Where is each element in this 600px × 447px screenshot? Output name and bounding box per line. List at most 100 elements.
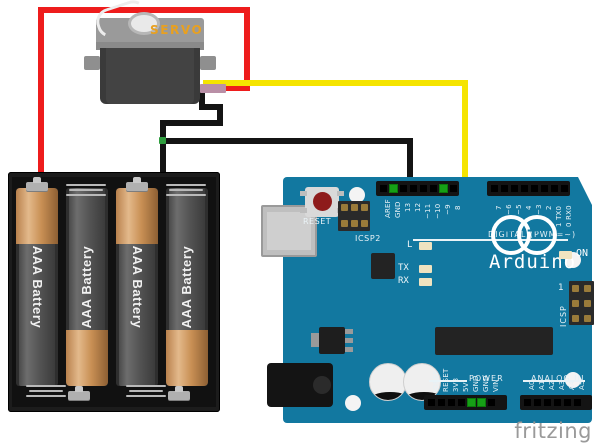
- pin-a0[interactable]: [524, 399, 531, 406]
- pin-5[interactable]: [511, 185, 518, 192]
- pin-gnd[interactable]: [390, 185, 397, 192]
- pin-11[interactable]: [420, 185, 427, 192]
- pin-label-4: 4: [525, 205, 533, 210]
- pin-label-13: 13: [404, 202, 412, 212]
- wire-black-to-gnd-vertical: [407, 138, 413, 185]
- servo-motor[interactable]: SERVO: [84, 0, 226, 106]
- led-label-tx: TX: [398, 263, 409, 273]
- pin-6[interactable]: [501, 185, 508, 192]
- led-power-on: [559, 251, 572, 259]
- digital-header-right[interactable]: [487, 181, 570, 196]
- digital-header-left[interactable]: [376, 181, 459, 196]
- analog-group-label: ANALOG IN: [531, 374, 585, 383]
- pin-0-rx[interactable]: [561, 185, 568, 192]
- battery-positive-cap: [166, 330, 208, 386]
- wire-black-long-horizontal: [160, 138, 413, 144]
- regulator-pin: [345, 338, 353, 343]
- pin-label-gnd: GND: [394, 201, 402, 218]
- microcontroller-chip: [371, 253, 395, 279]
- pin-7[interactable]: [491, 185, 498, 192]
- pin-13[interactable]: [400, 185, 407, 192]
- reset-button[interactable]: [300, 187, 344, 217]
- pin-label-2: 2: [545, 205, 553, 210]
- battery-cell-3: AAA Battery: [116, 188, 158, 386]
- fritzing-watermark: fritzing: [514, 419, 592, 443]
- battery-cell-4: AAA Battery: [166, 188, 208, 386]
- battery-label: AAA Battery: [79, 245, 94, 329]
- battery-positive-cap: [66, 330, 108, 386]
- pin-label-7: 7: [495, 205, 503, 210]
- pin-reset-power[interactable]: [438, 399, 445, 406]
- silkscreen-line-power: [429, 380, 467, 382]
- servo-case-shadow: [96, 42, 204, 50]
- pin-9[interactable]: [440, 185, 447, 192]
- pin-ioref[interactable]: [428, 399, 435, 406]
- silkscreen-line-digital: [413, 239, 568, 241]
- battery-spring-top-2: [66, 184, 106, 197]
- icsp2-pin: [341, 204, 348, 211]
- pin-aref[interactable]: [380, 185, 387, 192]
- pin-12[interactable]: [410, 185, 417, 192]
- pin-3v3[interactable]: [448, 399, 455, 406]
- silkscreen-line-analog: [523, 380, 585, 382]
- battery-body: [66, 188, 108, 386]
- icsp-header[interactable]: [569, 281, 594, 325]
- pin-gnd-power-1[interactable]: [468, 399, 475, 406]
- pin-label-12: 12: [414, 202, 422, 212]
- battery-positive-cap: [116, 188, 158, 244]
- battery-contact-bottom-4: [168, 386, 190, 400]
- electrolytic-capacitor-1: [369, 363, 407, 401]
- pin-a1[interactable]: [534, 399, 541, 406]
- icsp2-header[interactable]: [338, 201, 370, 231]
- pin-5v[interactable]: [458, 399, 465, 406]
- pin-label-aref: AREF: [384, 199, 392, 218]
- battery-body: [116, 188, 158, 386]
- aaa-battery-holder[interactable]: AAA Battery AAA Battery AAA Battery AAA …: [8, 172, 220, 412]
- pin-a4[interactable]: [564, 399, 571, 406]
- battery-contact-top-1: [26, 177, 48, 191]
- pin-a5[interactable]: [574, 399, 581, 406]
- mounting-hole-1: [349, 187, 365, 203]
- pin-label-6: ~6: [505, 204, 513, 215]
- power-header[interactable]: [424, 395, 507, 410]
- reset-leg-bl: [300, 208, 307, 213]
- regulator-tab: [311, 333, 319, 347]
- servo-horn[interactable]: [92, 0, 160, 42]
- reset-label: RESET: [303, 217, 332, 226]
- pin-vin[interactable]: [488, 399, 495, 406]
- electrolytic-capacitor-2: [403, 363, 441, 401]
- battery-cell-2: AAA Battery: [66, 188, 108, 386]
- pin-4[interactable]: [521, 185, 528, 192]
- reset-leg-tr: [337, 191, 344, 196]
- icsp-pin: [584, 285, 591, 292]
- icsp-pin: [572, 285, 579, 292]
- pin-a3[interactable]: [554, 399, 561, 406]
- wire-yellow-vertical: [462, 80, 468, 184]
- mounting-hole-4: [345, 395, 361, 411]
- barrel-power-jack[interactable]: [267, 363, 333, 407]
- battery-label: AAA Battery: [30, 245, 45, 329]
- regulator-pin: [345, 329, 353, 334]
- pin-8[interactable]: [450, 185, 457, 192]
- pin-3[interactable]: [531, 185, 538, 192]
- pin-label-8: 8: [454, 205, 462, 210]
- servo-output-shaft: [128, 12, 160, 35]
- wire-junction-bendpoint[interactable]: [159, 137, 166, 144]
- icsp2-pin: [351, 220, 358, 227]
- icsp-label: ICSP: [559, 305, 568, 327]
- arduino-wordmark: Arduino: [489, 251, 577, 273]
- logo-circle-plus: +: [517, 215, 557, 255]
- battery-contact-top-3: [126, 177, 148, 191]
- pin-a2[interactable]: [544, 399, 551, 406]
- wire-black-servo-right: [199, 104, 223, 110]
- servo-mount-right: [200, 56, 216, 70]
- pin-2[interactable]: [541, 185, 548, 192]
- servo-mount-left: [84, 56, 100, 70]
- analog-header[interactable]: [520, 395, 592, 410]
- pin-1-tx[interactable]: [551, 185, 558, 192]
- pin-10[interactable]: [430, 185, 437, 192]
- arduino-uno-board[interactable]: RESET ICSP2 AREF GND 13 12 ~11 ~10 ~9: [261, 177, 594, 423]
- pin-gnd-power-2[interactable]: [478, 399, 485, 406]
- battery-spring-bottom-3: [126, 385, 166, 398]
